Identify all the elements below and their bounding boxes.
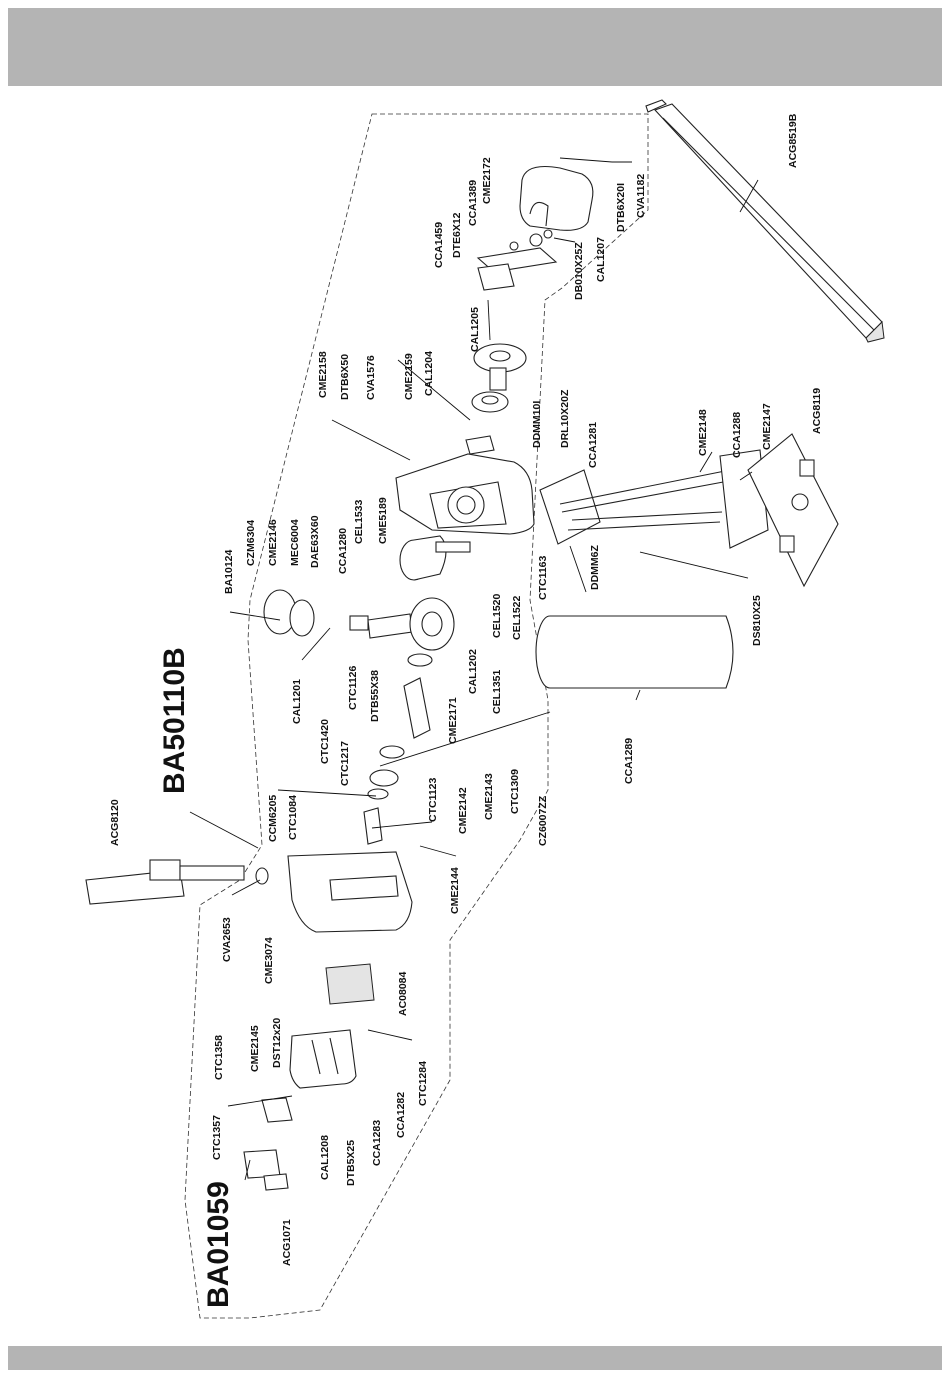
label-AC08084: AC08084 bbox=[397, 971, 409, 1016]
header-band bbox=[8, 8, 942, 86]
label-CME2159: CME2159 bbox=[403, 353, 415, 400]
cover-assembly bbox=[476, 165, 594, 291]
label-CCA1280: CCA1280 bbox=[337, 528, 349, 574]
label-CCA1283: CCA1283 bbox=[371, 1120, 383, 1166]
leader-lines bbox=[189, 157, 759, 1181]
label-CTC1163: CTC1163 bbox=[537, 555, 549, 600]
label-CME2146: CME2146 bbox=[267, 519, 279, 566]
label-CTC1123: CTC1123 bbox=[427, 777, 439, 822]
label-DTB55X38: DTB55X38 bbox=[369, 670, 381, 722]
label-DDMM10I: DDMM10I bbox=[531, 401, 543, 448]
label-CME2148: CME2148 bbox=[697, 409, 709, 456]
part-labels: ACG8519B CVA1182 DTB6X20I CAL1207 DB010X… bbox=[109, 113, 823, 1308]
label-CTC1217: CTC1217 bbox=[339, 741, 351, 786]
label-CTC1358: CTC1358 bbox=[213, 1035, 225, 1080]
label-CTC1420: CTC1420 bbox=[319, 719, 331, 764]
label-CCA1281: CCA1281 bbox=[587, 422, 599, 468]
cylinder-cover bbox=[535, 615, 734, 689]
label-CAL1208: CAL1208 bbox=[319, 1135, 331, 1180]
receiver-module bbox=[243, 1097, 293, 1191]
label-CTC1284: CTC1284 bbox=[417, 1061, 429, 1106]
label-CCA1459: CCA1459 bbox=[433, 222, 445, 268]
label-CME2143: CME2143 bbox=[483, 773, 495, 820]
label-CZM6304: CZM6304 bbox=[245, 520, 257, 566]
kit-outline bbox=[184, 113, 649, 1319]
label-CME2171: CME2171 bbox=[447, 697, 459, 744]
label-CVA1576: CVA1576 bbox=[365, 355, 377, 400]
kit-label-BA01059: BA01059 bbox=[202, 1181, 235, 1308]
kit-label-BA50110B: BA50110B bbox=[158, 647, 191, 794]
label-ACG8119: ACG8119 bbox=[811, 388, 823, 434]
label-CME2144: CME2144 bbox=[449, 867, 461, 914]
label-CME2172: CME2172 bbox=[481, 157, 493, 204]
label-DB010X25Z: DB010X25Z bbox=[573, 242, 585, 300]
label-CCA1288: CCA1288 bbox=[731, 412, 743, 458]
label-CTC1309: CTC1309 bbox=[509, 769, 521, 814]
label-DTE6X12: DTE6X12 bbox=[451, 212, 463, 258]
label-MEC6004: MEC6004 bbox=[289, 519, 301, 566]
boom-arm bbox=[645, 99, 885, 343]
label-CME2147: CME2147 bbox=[761, 403, 773, 450]
label-CCA1289: CCA1289 bbox=[623, 738, 635, 784]
label-CAL1205: CAL1205 bbox=[469, 307, 481, 352]
label-CEL1522: CEL1522 bbox=[511, 595, 523, 640]
label-BA10124: BA10124 bbox=[223, 549, 235, 594]
label-CME5189: CME5189 bbox=[377, 497, 389, 544]
main-housing bbox=[287, 851, 413, 933]
label-CCA1389: CCA1389 bbox=[467, 180, 479, 226]
electric-motor bbox=[263, 589, 455, 651]
label-CTC1126: CTC1126 bbox=[347, 665, 359, 710]
label-CVA1182: CVA1182 bbox=[635, 174, 647, 218]
label-CAL1207: CAL1207 bbox=[595, 237, 607, 282]
label-CME2145: CME2145 bbox=[249, 1025, 261, 1072]
label-CVA2653: CVA2653 bbox=[221, 917, 233, 962]
label-CZ6007ZZ: CZ6007ZZ bbox=[537, 795, 549, 846]
label-DDMM6Z: DDMM6Z bbox=[589, 545, 601, 590]
label-CAL1201: CAL1201 bbox=[291, 679, 303, 724]
label-ACG8519B: ACG8519B bbox=[787, 113, 799, 168]
label-CAL1202: CAL1202 bbox=[467, 649, 479, 694]
label-CTC1357: CTC1357 bbox=[211, 1115, 223, 1160]
control-board bbox=[325, 963, 375, 1005]
label-DST12x20: DST12x20 bbox=[271, 1018, 283, 1068]
label-CEL1351: CEL1351 bbox=[491, 669, 503, 714]
gear-shaft bbox=[363, 653, 433, 845]
label-DAE63X60: DAE63X60 bbox=[309, 515, 321, 568]
control-box bbox=[289, 1029, 357, 1089]
label-DTB6X20I: DTB6X20I bbox=[615, 183, 627, 232]
label-CME3074: CME3074 bbox=[263, 937, 275, 984]
label-CME2158: CME2158 bbox=[317, 351, 329, 398]
label-ACG1071: ACG1071 bbox=[281, 1219, 293, 1266]
label-CME2142: CME2142 bbox=[457, 787, 469, 834]
label-DTB5X25: DTB5X25 bbox=[345, 1140, 357, 1186]
label-DRL10X20Z: DRL10X20Z bbox=[559, 389, 571, 448]
base-bracket bbox=[85, 859, 269, 905]
label-CAL1204: CAL1204 bbox=[423, 351, 435, 396]
label-ACG8120: ACG8120 bbox=[109, 799, 121, 846]
footer-band bbox=[8, 1346, 942, 1370]
label-CTC1084: CTC1084 bbox=[287, 795, 299, 840]
label-CEL1533: CEL1533 bbox=[353, 499, 365, 544]
drive-pinion bbox=[465, 343, 527, 455]
label-CCM6205: CCM6205 bbox=[267, 795, 279, 842]
label-DS810X25: DS810X25 bbox=[751, 595, 763, 646]
foundation-base bbox=[539, 433, 839, 588]
label-CCA1282: CCA1282 bbox=[395, 1092, 407, 1138]
gearbox-housing bbox=[395, 453, 535, 535]
label-CEL1520: CEL1520 bbox=[491, 593, 503, 638]
label-DTB6X50: DTB6X50 bbox=[339, 354, 351, 400]
motor-drum bbox=[399, 535, 471, 581]
